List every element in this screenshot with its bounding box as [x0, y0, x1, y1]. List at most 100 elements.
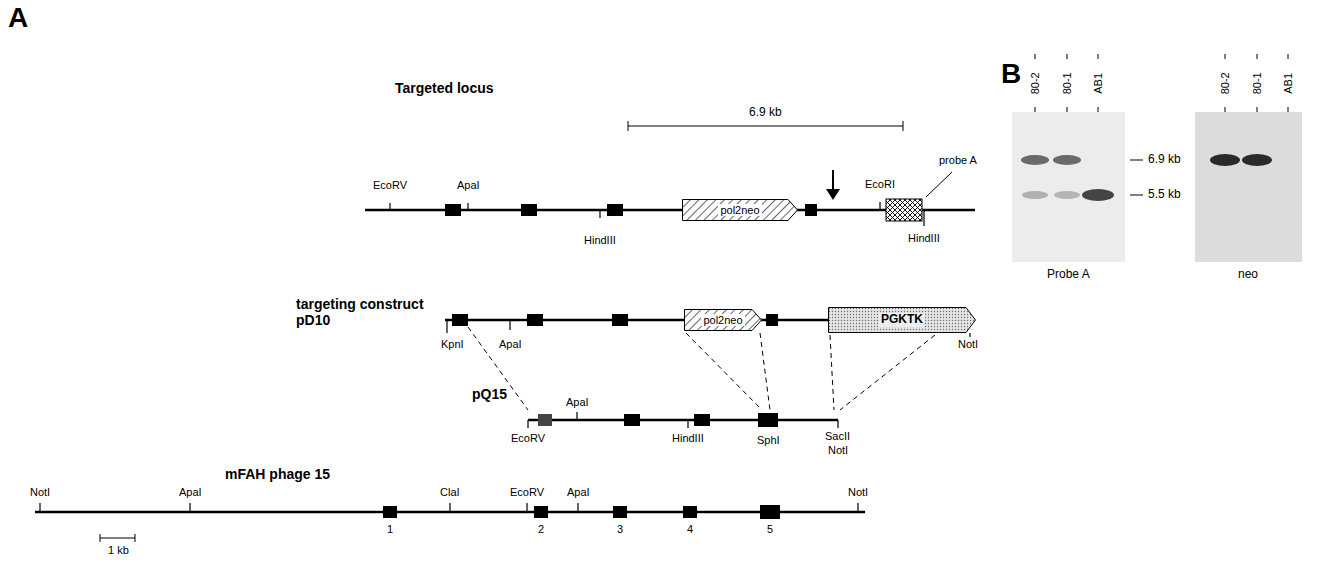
exon: [683, 506, 697, 518]
exon: [612, 314, 628, 326]
site-label: ApaI: [499, 338, 522, 351]
lane-tick: [1225, 54, 1226, 59]
lane-tick: [1035, 54, 1036, 59]
lane-label: 80-1: [1061, 72, 1074, 94]
site-tick: [837, 420, 838, 428]
lane-tick: [1288, 54, 1289, 59]
blot-band: [1022, 191, 1048, 199]
exon: [538, 414, 552, 426]
scale-label: 1 kb: [108, 544, 129, 557]
site-label: ClaI: [440, 486, 460, 499]
panel-letter: A: [8, 2, 28, 34]
site-label: ApaI: [179, 486, 202, 499]
probe-label: probe A: [939, 154, 977, 167]
exon: [758, 413, 778, 427]
exon: [383, 506, 397, 518]
exon: [760, 505, 780, 519]
blot-membrane: [1012, 112, 1125, 262]
cassette-name: PGKTK: [879, 313, 925, 326]
exon-number: 4: [687, 523, 693, 536]
scale-label: 6.9 kb: [749, 106, 782, 120]
site-tick: [467, 203, 468, 210]
site-tick: [446, 320, 447, 333]
scale-tick: [100, 534, 101, 542]
site-tick: [857, 503, 858, 512]
site-tick: [39, 503, 40, 512]
blot-band: [1021, 155, 1049, 165]
panel-letter: B: [1001, 58, 1021, 90]
lane-tick: [1257, 107, 1258, 112]
site-label: NotI: [958, 338, 978, 351]
site-label: NotI: [848, 486, 868, 499]
exon: [624, 414, 640, 426]
exon-number: 3: [617, 523, 623, 536]
exon-number: 2: [538, 523, 544, 536]
site-label: NotI: [828, 444, 848, 457]
exon: [521, 204, 537, 216]
cassette-outline: [683, 200, 798, 221]
site-label: EcoRV: [373, 179, 407, 192]
lane-label: 80-1: [1251, 72, 1264, 94]
site-label: HindIII: [584, 234, 616, 247]
site-label: HindIII: [908, 232, 940, 245]
site-tick: [879, 202, 880, 210]
map-title: Targeted locus: [395, 80, 494, 96]
dashed-guide: [830, 335, 834, 410]
blot-band: [1054, 191, 1080, 199]
site-tick: [449, 503, 450, 512]
pgktk-cassette: PGKTK: [828, 307, 976, 333]
scale-tick: [903, 121, 904, 131]
site-tick: [599, 210, 600, 218]
cassette-name: pol2neo: [718, 204, 761, 216]
exon: [527, 314, 543, 326]
site-tick: [577, 503, 578, 512]
site-label: NotI: [30, 486, 50, 499]
cassette-outline: [685, 310, 762, 331]
site-label: SphI: [757, 434, 780, 447]
map-title: pQ15: [472, 386, 507, 402]
dashed-guide: [840, 335, 935, 410]
site-tick: [389, 203, 390, 210]
site-label: ApaI: [566, 396, 589, 409]
dashed-guide: [468, 327, 528, 410]
exon: [805, 204, 817, 216]
exon: [607, 204, 623, 216]
scale-tick: [135, 534, 136, 542]
blot-band: [1242, 154, 1272, 166]
dashed-guide: [686, 333, 762, 410]
map-title: mFAH phage 15: [225, 466, 330, 482]
exon-number: 1: [387, 523, 393, 536]
site-tick: [576, 412, 577, 420]
lane-ticks: [1035, 54, 1288, 112]
scale-bar: [100, 537, 135, 538]
site-tick: [189, 503, 190, 512]
exon: [613, 506, 627, 518]
exon: [766, 314, 778, 326]
lane-label: AB1: [1092, 73, 1105, 94]
site-label: EcoRV: [510, 486, 544, 499]
exon: [452, 314, 468, 326]
size-label: 6.9 kb: [1148, 153, 1181, 167]
blot-band: [1053, 155, 1081, 165]
site-tick: [526, 503, 527, 512]
blot-label: Probe A: [1047, 268, 1090, 282]
lane-tick: [1035, 107, 1036, 112]
site-tick: [687, 420, 688, 428]
exon: [445, 204, 461, 216]
dna-line: [528, 419, 838, 422]
site-tick: [923, 210, 924, 226]
exon: [694, 414, 710, 426]
lane-tick: [1067, 107, 1068, 112]
probe-box: [886, 199, 922, 221]
exon-number: 5: [767, 523, 773, 536]
exon: [534, 506, 548, 518]
lane-label: 80-2: [1219, 72, 1232, 94]
site-tick: [509, 320, 510, 330]
lane-tick: [1098, 54, 1099, 59]
size-label: 5.5 kb: [1148, 188, 1181, 202]
map-title: targeting construct pD10: [296, 296, 428, 328]
site-tick: [969, 333, 970, 337]
lane-tick: [1257, 54, 1258, 59]
